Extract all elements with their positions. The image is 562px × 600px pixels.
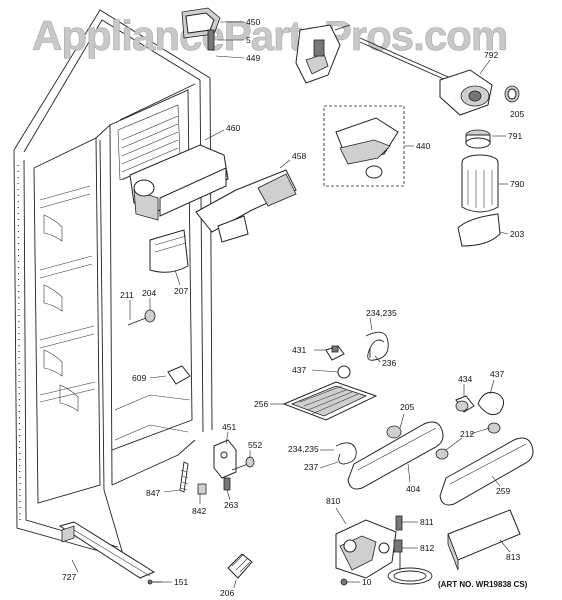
part-205-bypass-cap bbox=[504, 85, 520, 103]
part-458-duct bbox=[195, 159, 297, 243]
callout-790: 790 bbox=[510, 179, 524, 189]
callout-437-left: 437 bbox=[292, 365, 306, 375]
callout-552: 552 bbox=[248, 440, 262, 450]
part-609-switch bbox=[149, 365, 191, 385]
callout-237: 237 bbox=[304, 462, 318, 472]
callout-203: 203 bbox=[510, 229, 524, 239]
callout-206: 206 bbox=[220, 588, 234, 598]
part-431-bracket bbox=[314, 345, 345, 361]
part-236-spring bbox=[365, 317, 389, 363]
part-237-spring-lower bbox=[319, 442, 357, 469]
callout-458: 458 bbox=[292, 151, 306, 161]
part-552-screw bbox=[231, 450, 255, 471]
part-434-socket bbox=[455, 384, 475, 413]
part-790-water-filter bbox=[461, 154, 508, 213]
part-813-panel bbox=[447, 509, 521, 571]
part-207-chute bbox=[149, 229, 189, 286]
callout-labels: 450 5 449 792 205 791 790 203 440 460 45… bbox=[62, 17, 524, 598]
callout-431: 431 bbox=[292, 345, 306, 355]
callout-437-right: 437 bbox=[490, 369, 504, 379]
watermark-text: AppliancePartsPros.com bbox=[32, 12, 507, 59]
callout-205-top: 205 bbox=[510, 109, 524, 119]
part-259-trim bbox=[439, 437, 534, 506]
callout-256: 256 bbox=[254, 399, 268, 409]
callout-812: 812 bbox=[420, 543, 434, 553]
part-727-grille bbox=[58, 521, 156, 579]
part-256-drip-tray bbox=[270, 381, 378, 421]
part-404-trim bbox=[347, 421, 444, 490]
part-206-disk bbox=[227, 553, 253, 589]
part-792-water-filter-housing bbox=[359, 37, 493, 116]
callout-792: 792 bbox=[484, 50, 498, 60]
callout-212: 212 bbox=[460, 429, 474, 439]
callout-842: 842 bbox=[192, 506, 206, 516]
part-263-fitting bbox=[223, 477, 231, 501]
callout-5: 5 bbox=[246, 35, 251, 45]
callout-609: 609 bbox=[132, 373, 146, 383]
part-204-screw bbox=[127, 298, 156, 326]
callout-207: 207 bbox=[174, 286, 188, 296]
part-451-bracket bbox=[213, 431, 237, 479]
callout-404: 404 bbox=[406, 484, 420, 494]
callout-813: 813 bbox=[506, 552, 520, 562]
art-number: (ART NO. WR19838 CS) bbox=[438, 580, 528, 589]
callout-259: 259 bbox=[496, 486, 510, 496]
callout-234-235-bottom: 234,235 bbox=[288, 444, 319, 454]
part-460-dispenser-housing bbox=[129, 129, 229, 221]
callout-847: 847 bbox=[146, 488, 160, 498]
callout-440: 440 bbox=[416, 141, 430, 151]
part-847-spring bbox=[163, 461, 189, 493]
callout-451: 451 bbox=[222, 422, 236, 432]
callout-205-middle: 205 bbox=[400, 402, 414, 412]
callout-204: 204 bbox=[142, 288, 156, 298]
part-842-pin bbox=[197, 483, 207, 504]
part-440-dashed-assembly bbox=[323, 105, 414, 187]
callout-810: 810 bbox=[326, 496, 340, 506]
part-437-light-bulb-left bbox=[311, 365, 351, 379]
part-205-cap-middle bbox=[386, 413, 405, 439]
callout-236: 236 bbox=[382, 358, 396, 368]
callout-151: 151 bbox=[174, 577, 188, 587]
callout-727: 727 bbox=[62, 572, 76, 582]
part-450-bracket bbox=[181, 7, 245, 59]
callout-211: 211 bbox=[120, 290, 134, 300]
part-791-filter-head bbox=[465, 129, 506, 149]
part-810-water-valve bbox=[335, 507, 433, 586]
callout-434: 434 bbox=[458, 374, 472, 384]
part-212-caps bbox=[435, 422, 501, 460]
callout-234-235-top: 234,235 bbox=[366, 308, 397, 318]
callout-460: 460 bbox=[226, 123, 240, 133]
callout-263: 263 bbox=[224, 500, 238, 510]
part-151-screw bbox=[147, 579, 172, 585]
part-437-light-bulb-right bbox=[477, 379, 504, 416]
part-valve-assembly bbox=[295, 24, 351, 84]
callout-449: 449 bbox=[246, 53, 260, 63]
callout-791: 791 bbox=[508, 131, 522, 141]
callout-10: 10 bbox=[362, 577, 372, 587]
part-203-filter-cover bbox=[457, 213, 509, 247]
callout-450: 450 bbox=[246, 17, 260, 27]
callout-811: 811 bbox=[420, 517, 434, 527]
refrigerator-cabinet bbox=[13, 9, 213, 559]
